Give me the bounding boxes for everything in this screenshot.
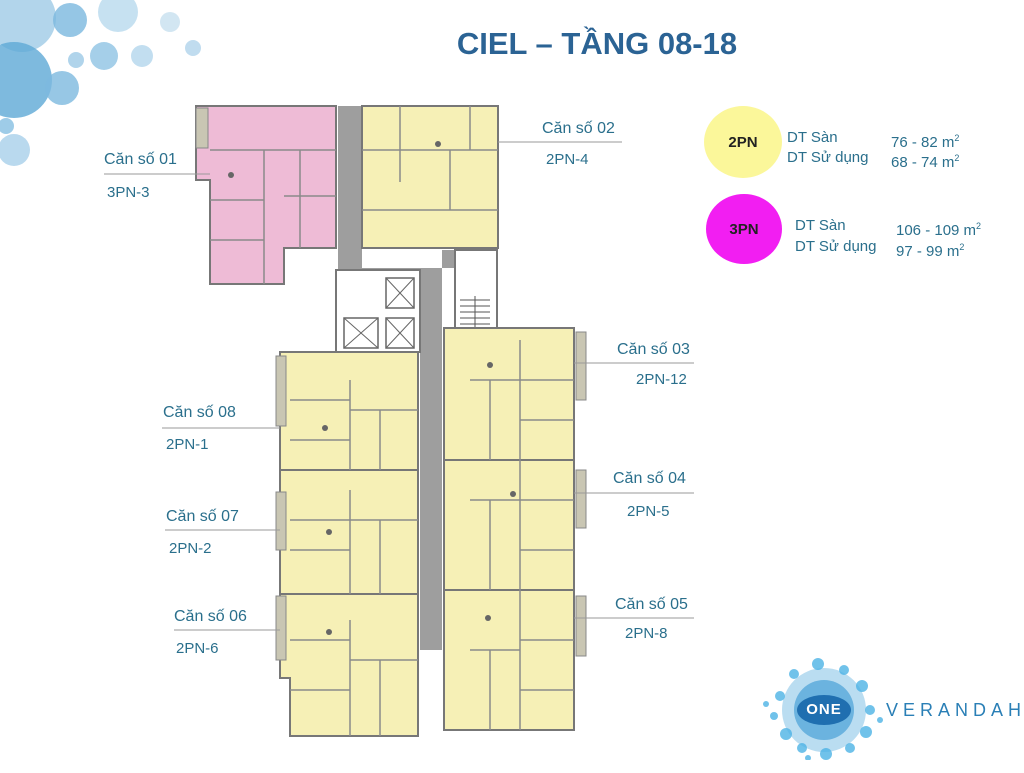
unit-04-name: Căn số 04 <box>613 470 686 487</box>
unit-02-code: 2PN-4 <box>546 151 589 168</box>
legend-3pn-badge: 3PN <box>706 194 782 264</box>
unit-08-code: 2PN-1 <box>166 436 209 453</box>
legend-2pn-badge: 2PN <box>704 106 782 178</box>
legend-2pn-usable-value: 68 - 74 m2 <box>891 153 960 171</box>
apartment-07 <box>279 469 419 595</box>
decorative-bubbles <box>0 0 201 166</box>
legend-3pn-usable-label: DT Sử dụng <box>795 238 877 255</box>
unit-05-name: Căn số 05 <box>615 596 688 613</box>
unit-01-code: 3PN-3 <box>107 184 150 201</box>
brand-one-badge: ONE <box>806 701 842 718</box>
apartment-02 <box>361 105 499 249</box>
apartment-01 <box>195 105 337 285</box>
unit-05-code: 2PN-8 <box>625 625 668 642</box>
apartment-04 <box>443 459 575 591</box>
unit-06-code: 2PN-6 <box>176 640 219 657</box>
apartment-08 <box>279 351 419 471</box>
unit-03-code: 2PN-12 <box>636 371 687 388</box>
unit-07-name: Căn số 07 <box>166 508 239 525</box>
apartment-03 <box>443 327 575 461</box>
unit-08-name: Căn số 08 <box>163 404 236 421</box>
unit-02-name: Căn số 02 <box>542 120 615 137</box>
legend-2pn-floor-value: 76 - 82 m2 <box>891 133 960 151</box>
legend-2pn-usable-label: DT Sử dụng <box>787 149 869 166</box>
unit-01-name: Căn số 01 <box>104 151 177 168</box>
unit-03-name: Căn số 03 <box>617 341 690 358</box>
legend-3pn-usable-value: 97 - 99 m2 <box>896 242 965 260</box>
legend-3pn-floor-value: 106 - 109 m2 <box>896 221 982 239</box>
brand-wordmark: VERANDAH <box>886 700 1024 720</box>
unit-04-code: 2PN-5 <box>627 503 670 520</box>
apartment-06 <box>279 593 419 737</box>
brand-logo-mark <box>763 658 883 760</box>
unit-07-code: 2PN-2 <box>169 540 212 557</box>
unit-06-name: Căn số 06 <box>174 608 247 625</box>
legend-2pn-floor-label: DT Sàn <box>787 129 838 146</box>
legend-3pn-floor-label: DT Sàn <box>795 217 846 234</box>
page-title: CIEL – TẦNG 08-18 <box>456 26 738 61</box>
apartment-05 <box>443 589 575 731</box>
